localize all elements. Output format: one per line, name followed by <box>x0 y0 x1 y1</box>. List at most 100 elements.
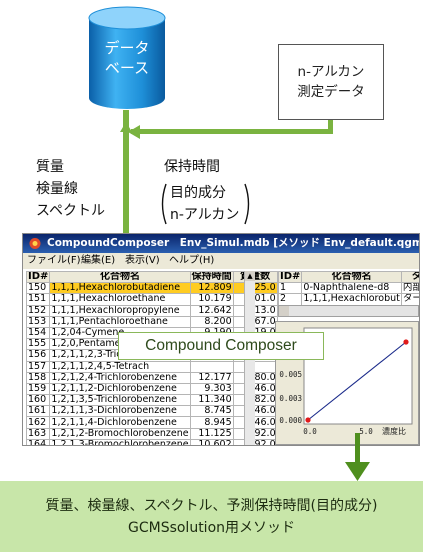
cell-id: 157 <box>25 360 51 373</box>
cell-name: 1,2,1,1,2-Dichlorobenzene <box>49 382 191 396</box>
cell-name: 1,1,1,Hexachlorobutadiene <box>49 282 191 295</box>
cell-id: 152 <box>25 304 51 317</box>
cell-rt: 10.602 <box>189 438 234 445</box>
cell-id: 164 <box>25 438 51 445</box>
col-header-id[interactable]: ID# <box>25 270 51 284</box>
col-header-name[interactable]: 化合物名 <box>301 270 402 284</box>
menu-bar: ファイル(F) 編集(E) 表示(V) ヘルプ(H) <box>23 253 419 269</box>
cell-rt: 12.177 <box>189 371 234 384</box>
cell-id: 161 <box>25 405 51 418</box>
scroll-up-icon[interactable]: ▲ <box>245 271 255 281</box>
cell-rt: 8.200 <box>189 315 234 328</box>
cell-name: 1,2,1,1,4-Dichlorobenzene <box>49 416 191 429</box>
cell-id: 163 <box>25 427 51 440</box>
cell-mass: 192.0 <box>232 438 278 445</box>
cell-id: 150 <box>25 282 51 295</box>
measurement-data-box: n-アルカン 測定データ <box>278 44 384 120</box>
measurement-arrow-head <box>128 125 140 139</box>
output-method-box: 質量、検量線、スペクトル、予測保持時間(目的成分) GCMSsolution用メ… <box>0 481 423 552</box>
cell-rt: 8.945 <box>189 416 234 429</box>
cell-name: 1,1,1,Hexachloroethane <box>49 293 191 306</box>
cell-name: 1,1,1,Pentachloroethane <box>49 315 191 328</box>
horizontal-scrollbar[interactable] <box>278 305 419 317</box>
cell-type: ターゲット <box>400 293 419 306</box>
cell-id: 1 <box>277 282 303 295</box>
cell-rt: 12.809 <box>189 282 234 295</box>
cell-mass: 201.0 <box>232 293 278 306</box>
cell-mass: 146.0 <box>232 416 278 429</box>
cell-name: 1,2,1,1,3-Dichlorobenzene <box>49 405 191 418</box>
n-alkane-label: n-アルカン <box>170 207 240 223</box>
col-header-rt[interactable]: 保持時間 <box>189 270 234 284</box>
right-paren-icon <box>244 183 250 225</box>
cell-name: 1,1,1,Hexachloropropylene <box>49 304 191 317</box>
cell-id: 160 <box>25 394 51 407</box>
scroll-left-button[interactable] <box>279 306 289 316</box>
output-arrow-shaft <box>355 433 360 471</box>
menu-edit[interactable]: 編集(E) <box>81 255 116 266</box>
cell-mass: 146.0 <box>232 405 278 418</box>
calibration-line <box>307 341 407 421</box>
cell-id: 162 <box>25 416 51 429</box>
cell-id: 158 <box>25 371 51 384</box>
cell-id: 151 <box>25 293 51 306</box>
calibration-point <box>305 417 311 423</box>
cell-mass: 213.0 <box>232 304 278 317</box>
menu-file[interactable]: ファイル(F) <box>27 255 81 266</box>
cell-mass: 182.0 <box>232 394 278 407</box>
cell-rt: 10.179 <box>189 293 234 306</box>
table-row[interactable]: 21,1,1,Hexachlorobutターゲット12.81 <box>277 293 419 306</box>
cell-name: 0-Naphthalene-d8 <box>301 282 402 295</box>
calibration-point <box>403 339 409 345</box>
mass-calibration-spectrum-labels: 質量 検量線 スペクトル <box>36 159 106 219</box>
left-paren-icon <box>161 183 167 225</box>
cell-mass <box>232 360 278 373</box>
db-to-window-line <box>123 110 129 233</box>
cell-rt: 8.745 <box>189 405 234 418</box>
output-arrow-head <box>345 462 370 481</box>
table-row[interactable]: 10-Naphthalene-d8内部標準12.30 <box>277 282 419 295</box>
cell-rt: 12.642 <box>189 304 234 317</box>
y-tick-label: 0.003 <box>279 394 302 403</box>
cell-name: 1,2,1,2-Bromochlorobenzene <box>49 427 191 440</box>
cell-name: 1,2,1,3-Bromochlorobenzene <box>49 438 191 445</box>
cell-id: 159 <box>25 382 51 396</box>
cell-rt: 9.303 <box>189 382 234 396</box>
menu-help[interactable]: ヘルプ(H) <box>169 255 215 266</box>
y-tick-label: 0.005 <box>279 370 302 379</box>
x-tick-label: 5.0 <box>359 427 373 436</box>
db-arrow-head <box>120 122 132 132</box>
measurement-drop-line <box>328 120 333 134</box>
x-axis-label: 濃度比 <box>382 426 406 436</box>
col-header-mass[interactable]: 質量数 <box>232 270 278 284</box>
cell-rt: 11.125 <box>189 427 234 440</box>
cell-rt <box>189 360 234 373</box>
selected-compound-table: ID# 化合物名 タイプ 保持 10-Naphthalene-d8内部標準12.… <box>277 270 419 306</box>
col-header-id[interactable]: ID# <box>277 270 303 284</box>
x-tick-label: 0.0 <box>303 427 317 436</box>
col-header-type[interactable]: タイプ <box>400 270 419 284</box>
cell-name: 1,1,1,Hexachlorobut <box>301 293 402 306</box>
cell-id: 2 <box>277 293 303 306</box>
y-tick-label: 0.000 <box>279 416 302 425</box>
app-icon <box>29 238 41 249</box>
col-header-name[interactable]: 化合物名 <box>49 270 191 284</box>
cell-mass: 180.0 <box>232 371 278 384</box>
menu-view[interactable]: 表示(V) <box>125 255 160 266</box>
cell-name: 1,2,1,1,2,4,5-Tetrach <box>49 360 191 373</box>
cell-mass: 146.0 <box>232 382 278 396</box>
title-bar <box>23 234 419 253</box>
